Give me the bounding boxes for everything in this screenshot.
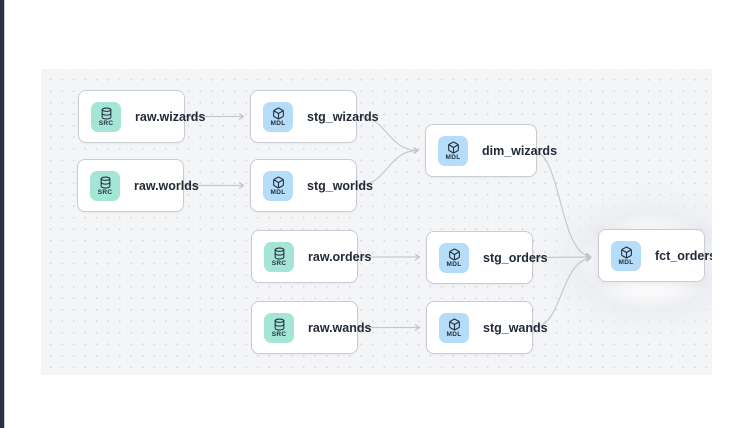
node-dim-wizards[interactable]: MDL dim_wizards xyxy=(425,124,557,177)
left-edge-divider xyxy=(4,0,5,428)
edge-stg_orders-fct_orders xyxy=(532,253,592,261)
node-stg-wizards[interactable]: MDL stg_wizards xyxy=(250,90,379,143)
node-label: raw.wands xyxy=(308,320,372,335)
database-icon xyxy=(101,107,111,120)
source-badge: SRC xyxy=(90,170,120,201)
badge-label: MDL xyxy=(270,119,286,127)
node-raw-wizards[interactable]: SRC raw.wizards xyxy=(78,90,205,143)
model-badge: MDL xyxy=(438,135,468,166)
node-label: raw.worlds xyxy=(134,178,199,193)
node-label: stg_wizards xyxy=(307,109,379,124)
node-stg-orders[interactable]: MDL stg_orders xyxy=(426,231,548,284)
cube-icon xyxy=(620,246,632,259)
lineage-canvas[interactable]: SRC raw.wizards MDL stg_wizards xyxy=(41,69,712,375)
node-label: fct_orders xyxy=(655,248,712,263)
badge-label: MDL xyxy=(270,188,286,196)
source-badge: SRC xyxy=(91,101,121,132)
node-label: dim_wizards xyxy=(482,143,558,158)
badge-label: SRC xyxy=(98,119,114,127)
edge-stg_wands-fct_orders xyxy=(532,255,592,329)
model-badge: MDL xyxy=(439,312,469,343)
badge-label: MDL xyxy=(445,153,461,161)
edge-stg_wizards-dim_wizards xyxy=(356,115,420,154)
cube-icon xyxy=(448,248,460,261)
badge-label: SRC xyxy=(271,330,287,338)
node-label: stg_orders xyxy=(483,250,548,265)
badge-label: SRC xyxy=(97,188,113,196)
node-label: stg_wands xyxy=(483,320,548,335)
database-icon xyxy=(100,176,110,189)
node-stg-wands[interactable]: MDL stg_wands xyxy=(426,301,548,354)
node-raw-wands[interactable]: SRC raw.wands xyxy=(251,301,371,354)
badge-label: MDL xyxy=(446,330,462,338)
node-label: raw.orders xyxy=(308,249,372,264)
node-label: stg_worlds xyxy=(307,178,373,193)
badge-label: SRC xyxy=(271,259,287,267)
cube-icon xyxy=(447,141,459,154)
node-label: raw.wizards xyxy=(135,109,206,124)
node-raw-worlds[interactable]: SRC raw.worlds xyxy=(77,159,199,212)
badge-label: MDL xyxy=(618,258,634,266)
cube-icon xyxy=(272,176,284,189)
model-badge: MDL xyxy=(611,240,641,271)
badge-label: MDL xyxy=(446,260,462,268)
edge-dim_wizards-fct_orders xyxy=(531,149,592,260)
model-badge: MDL xyxy=(263,170,293,201)
node-raw-orders[interactable]: SRC raw.orders xyxy=(251,230,371,283)
source-badge: SRC xyxy=(264,241,294,272)
model-badge: MDL xyxy=(263,101,293,132)
edge-layer xyxy=(184,113,592,331)
database-icon xyxy=(274,318,284,331)
edge-stg_worlds-dim_wizards xyxy=(356,147,420,187)
node-stg-worlds[interactable]: MDL stg_worlds xyxy=(250,159,373,212)
database-icon xyxy=(274,247,284,260)
cube-icon xyxy=(272,107,284,120)
node-fct-orders[interactable]: MDL fct_orders xyxy=(537,184,712,339)
model-badge: MDL xyxy=(439,242,469,273)
cube-icon xyxy=(448,318,460,331)
left-edge-bar xyxy=(0,0,4,428)
source-badge: SRC xyxy=(264,312,294,343)
